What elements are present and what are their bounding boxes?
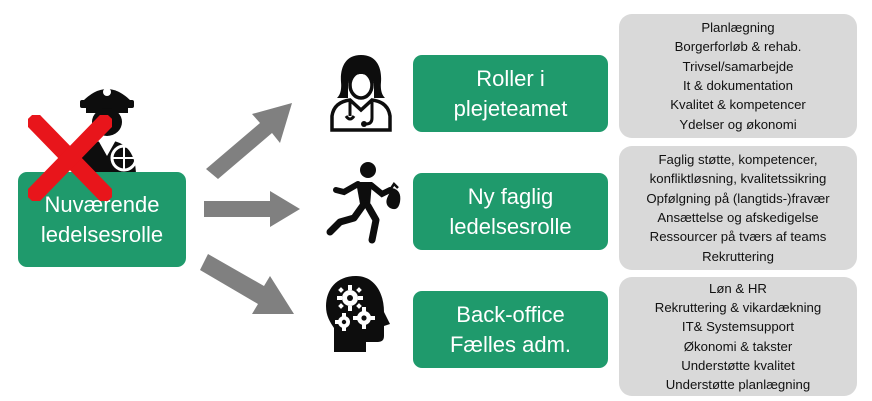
head-gears-icon bbox=[322, 274, 394, 354]
list-item: Borgerforløb & rehab. bbox=[674, 39, 802, 55]
list-item: IT& Systemsupport bbox=[681, 319, 795, 335]
list-item: Ansættelse og afskedigelse bbox=[657, 210, 819, 225]
new-professional-leadership-list: Faglig støtte, kompetencer, konfliktløsn… bbox=[619, 146, 857, 270]
list-item: Understøtte kvalitet bbox=[681, 357, 795, 373]
list-item: Rekruttering & vikardækning bbox=[654, 299, 822, 315]
list-item: Faglig støtte, kompetencer, bbox=[658, 152, 818, 168]
back-office-list: Løn & HR Rekruttering & vikardækning IT&… bbox=[619, 277, 857, 396]
new-professional-leadership-box: Ny faglig ledelsesrolle bbox=[413, 173, 608, 250]
list-item: Planlægning bbox=[701, 20, 775, 36]
back-office-box: Back-office Fælles adm. bbox=[413, 291, 608, 368]
roles-care-team-box: Roller i plejeteamet bbox=[413, 55, 608, 132]
list-item: Understøtte planlægning bbox=[665, 377, 811, 393]
list-item: Ydelser og økonomi bbox=[679, 116, 797, 132]
list-item: konfliktløsning, kvalitetssikring bbox=[649, 171, 827, 187]
list-item: Opfølgning på (langtids-)fravær bbox=[646, 190, 830, 206]
roles-care-team-list: Planlægning Borgerforløb & rehab. Trivse… bbox=[619, 14, 857, 138]
list-item: Rekruttering bbox=[702, 248, 774, 264]
arrow-right bbox=[204, 191, 302, 227]
arrow-down-right bbox=[200, 252, 296, 318]
list-item: Økonomi & takster bbox=[683, 338, 793, 354]
list-item: Kvalitet & kompetencer bbox=[670, 97, 806, 113]
list-item: Trivsel/samarbejde bbox=[682, 58, 794, 74]
arrow-up-right bbox=[200, 95, 296, 181]
list-item: It & dokumentation bbox=[683, 78, 793, 93]
nurse-icon bbox=[328, 52, 394, 132]
red-cross-icon bbox=[28, 115, 112, 201]
list-item: Ressourcer på tværs af teams bbox=[649, 229, 827, 245]
running-person-icon bbox=[316, 160, 402, 246]
list-item: Løn & HR bbox=[709, 280, 767, 296]
